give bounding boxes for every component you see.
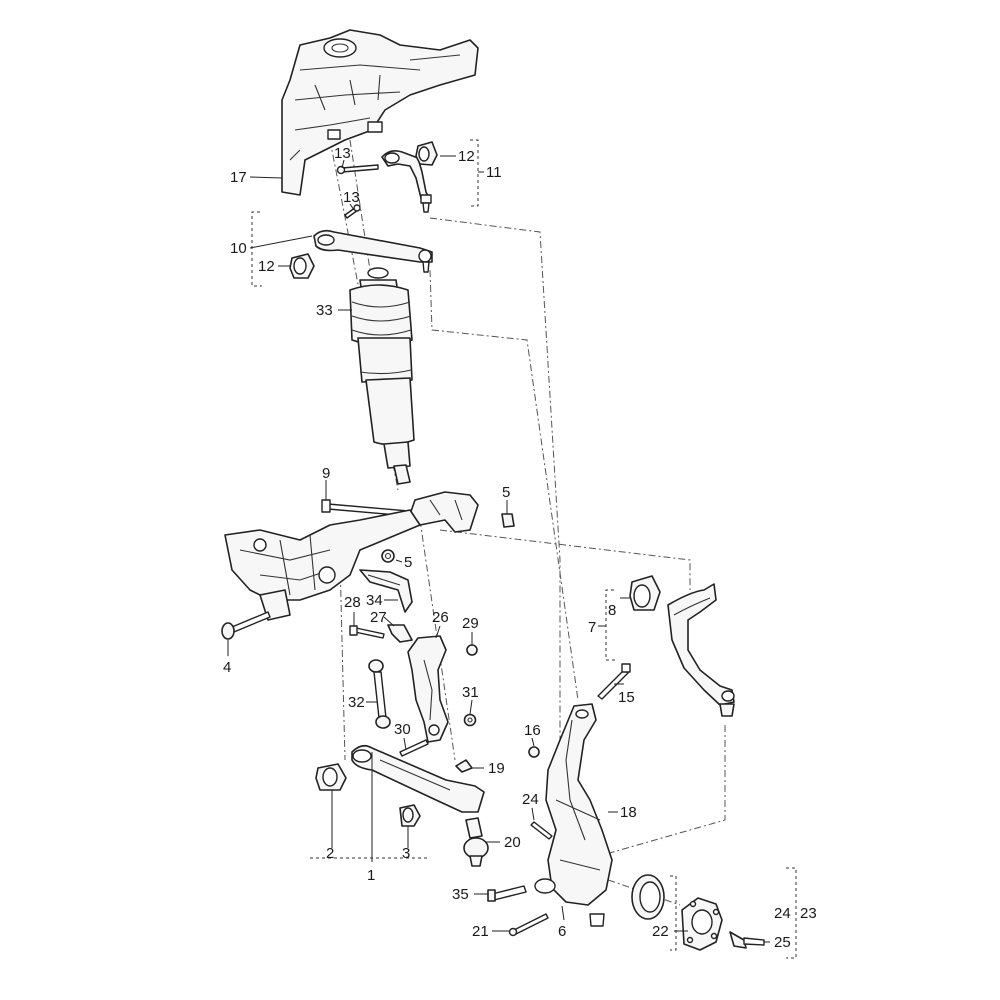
part-30-bolt [399,739,429,757]
callout-19: 19 [488,760,505,777]
callout-4: 4 [223,659,231,676]
part-35-sensor [487,885,527,902]
part-18-wheel-bearing-housing [534,703,613,927]
callout-28: 28 [344,594,361,611]
callout-27: 27 [370,609,387,626]
part-27-clip [387,624,413,643]
callout-6: 6 [558,923,566,940]
part-8-bushing [629,575,661,611]
part-24-bolt [530,821,553,840]
part-17-strut-tower-bracket [281,29,479,196]
part-7-wishbone [667,583,735,717]
callout-16: 16 [524,722,541,739]
callout-10: 10 [230,240,247,257]
callout-30: 30 [394,721,411,738]
callout-33: 33 [316,302,333,319]
part-25-hub-bolt [729,931,765,949]
callout-13-upper: 13 [334,145,351,162]
part-5-nut-upper [501,513,515,528]
part-15-bolt [597,663,631,700]
part-29-nut [466,644,478,656]
part-13-bolt-upper [336,164,379,175]
part-26-damper-fork [407,635,449,743]
callout-8: 8 [608,602,616,619]
part-19-clip [455,759,473,773]
callout-labels: 17 12 13 13 11 10 12 33 9 5 5 4 34 28 27… [223,145,817,951]
part-11-upper-control-arm [381,150,432,213]
part-20-ball-joint [463,817,489,867]
callout-3: 3 [402,845,410,862]
subframe-carrier [224,491,479,621]
callout-32: 32 [348,694,365,711]
callout-5-lower: 5 [404,554,412,571]
callout-22: 22 [652,923,669,940]
part-10-upper-control-arm [313,229,433,273]
part-5-nut-lower [381,549,395,563]
callout-18: 18 [620,804,637,821]
callout-17: 17 [230,169,247,186]
part-34-bracket [359,569,413,613]
callout-15: 15 [618,689,635,706]
callout-21: 21 [472,923,489,940]
part-28-bolt [349,625,385,639]
callout-20: 20 [504,834,521,851]
callout-25: 25 [774,934,791,951]
callout-12-upper: 12 [458,148,475,165]
part-32-coupling-rod [368,659,391,729]
callout-29: 29 [462,615,479,632]
part-13-bolt-lower [344,204,361,219]
callout-9: 9 [322,465,330,482]
part-4-bolt [221,611,271,640]
callout-34: 34 [366,592,383,609]
part-12-bushing-lower [289,253,315,279]
callout-23: 23 [800,905,817,922]
callout-7: 7 [588,619,596,636]
callout-13-lower: 13 [343,189,360,206]
callout-26: 26 [432,609,449,626]
callout-1: 1 [367,867,375,884]
part-21-bolt [508,913,549,937]
callout-35: 35 [452,886,469,903]
callout-24-knuckle: 24 [522,791,539,808]
callout-2: 2 [326,845,334,862]
part-2-bushing [315,763,347,791]
leader-lines [227,155,770,943]
part-3-bushing [399,804,421,827]
part-22-wheel-hub [681,897,723,951]
group-brackets [251,139,797,959]
part-12-bushing-upper [415,141,438,166]
part-1-lower-control-arm [351,744,485,813]
callout-12-lower: 12 [258,258,275,275]
callout-5-upper: 5 [502,484,510,501]
callout-24-bearing: 24 [774,905,791,922]
part-24-wheel-bearing [631,874,665,920]
callout-11: 11 [486,164,502,181]
part-16-nut [528,746,540,758]
part-33-air-strut [349,267,415,485]
part-31-nut [463,713,477,727]
callout-31: 31 [462,684,479,701]
